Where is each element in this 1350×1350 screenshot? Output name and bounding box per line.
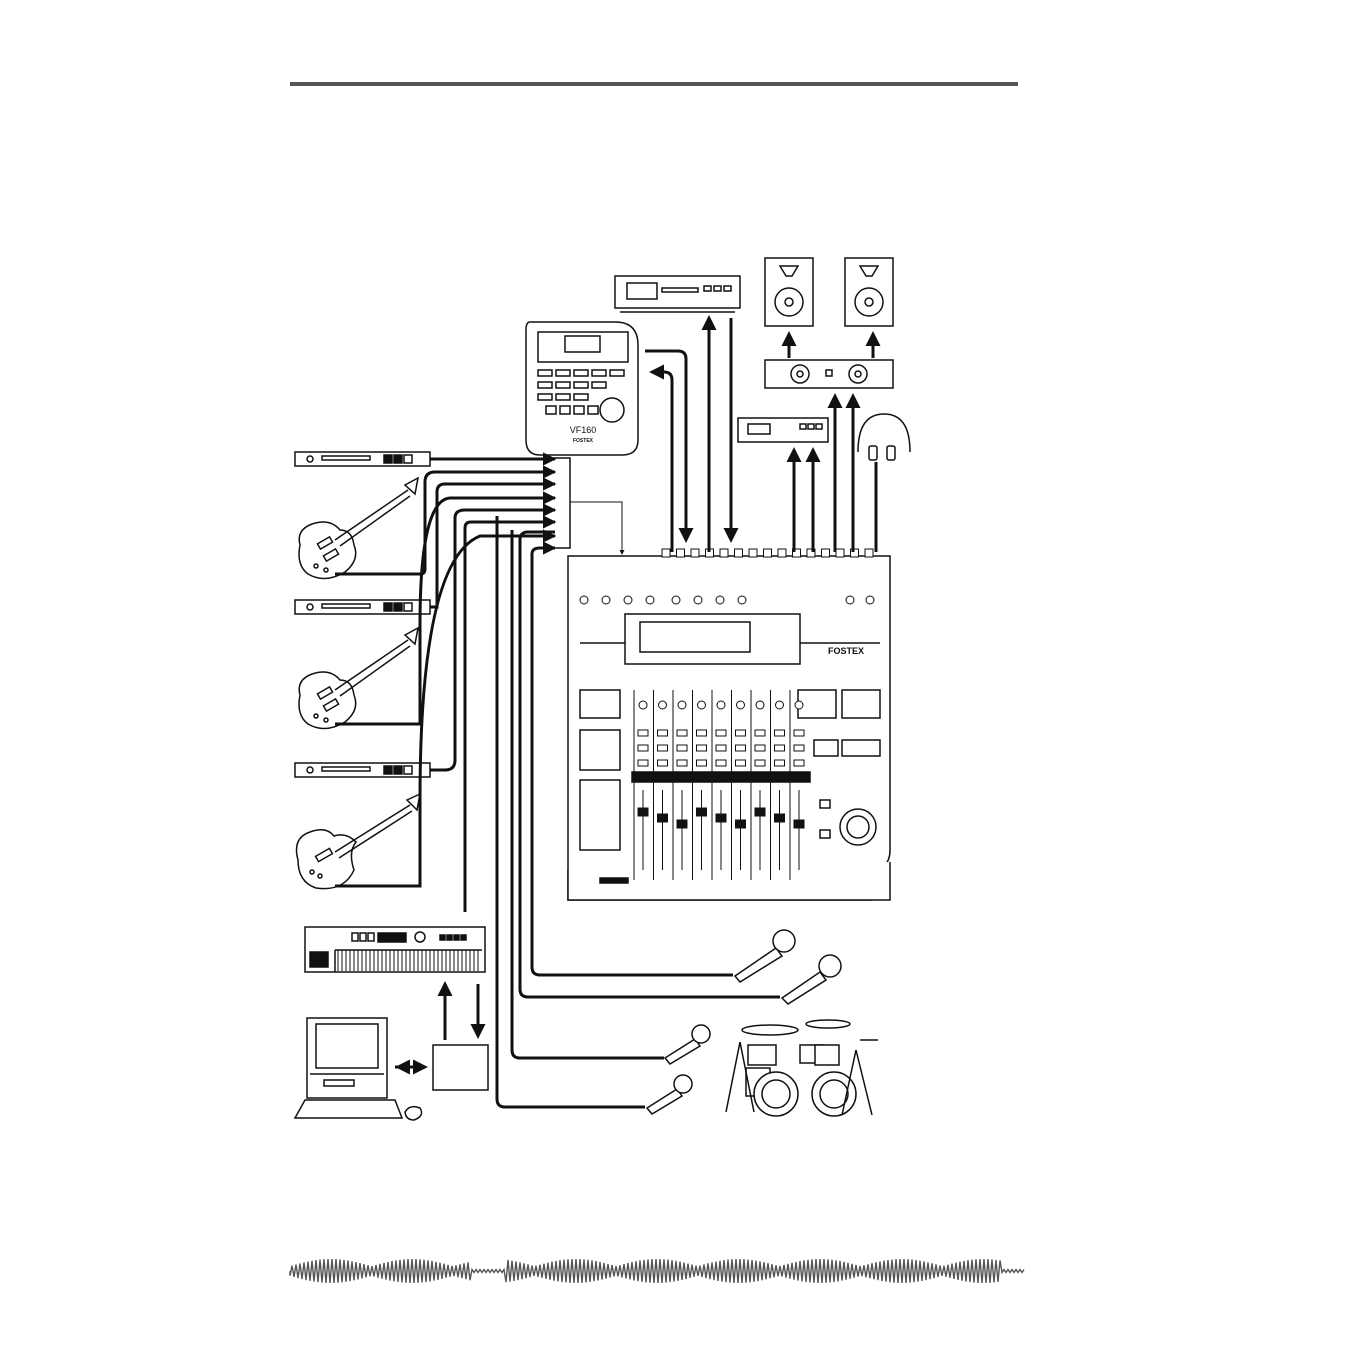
trim-knob — [738, 596, 746, 604]
rack-effect-icon — [295, 600, 430, 614]
footer-waveform — [290, 1259, 1024, 1283]
channel-button — [677, 730, 687, 736]
recorder-icon — [526, 322, 638, 455]
trim-knob — [580, 596, 588, 604]
channel-button — [755, 730, 765, 736]
header-rule — [290, 82, 1018, 86]
channel-button — [794, 760, 804, 766]
channel-button — [638, 760, 648, 766]
channel-button — [755, 745, 765, 751]
microphone-icon — [735, 930, 795, 982]
fader-cap — [716, 814, 726, 822]
electric-guitar-icon — [299, 628, 418, 729]
microphone-icon — [665, 1025, 710, 1064]
channel-knob — [756, 701, 764, 709]
channel-button — [697, 745, 707, 751]
input-jack — [749, 549, 757, 557]
fader-cap — [658, 814, 668, 822]
drum-kit-icon — [726, 1020, 878, 1116]
input-jack — [735, 549, 743, 557]
recorder-brand-label: FOSTEX — [573, 438, 594, 444]
channel-button — [677, 760, 687, 766]
fader-cap — [677, 820, 687, 828]
input-jack — [691, 549, 699, 557]
cd-player-icon — [615, 276, 740, 312]
trim-knob — [602, 596, 610, 604]
input-jack — [662, 549, 670, 557]
fader-cap — [755, 808, 765, 816]
channel-knob — [717, 701, 725, 709]
mixer-icon — [568, 556, 890, 900]
bass-guitar-icon — [297, 794, 421, 889]
input-bay — [545, 458, 622, 554]
channel-button — [658, 730, 668, 736]
mixer-brand-label: FOSTEX — [828, 646, 864, 656]
fader-cap — [697, 808, 707, 816]
channel-knob — [659, 701, 667, 709]
channel-button — [736, 745, 746, 751]
channel-button — [794, 745, 804, 751]
headphones-icon — [858, 414, 910, 460]
trim-knob — [866, 596, 874, 604]
channel-button — [794, 730, 804, 736]
waveform-path — [290, 1259, 1024, 1283]
channel-button — [775, 730, 785, 736]
channel-button — [775, 745, 785, 751]
fader-cap — [638, 808, 648, 816]
input-jack — [865, 549, 873, 557]
input-jack — [720, 549, 728, 557]
channel-knob — [776, 701, 784, 709]
channel-button — [775, 760, 785, 766]
trim-knob — [672, 596, 680, 604]
channel-button — [736, 760, 746, 766]
channel-button — [638, 730, 648, 736]
amplifier-icon — [765, 360, 893, 388]
fader-cap — [794, 820, 804, 828]
input-jack — [778, 549, 786, 557]
midi-interface-icon — [433, 1045, 488, 1090]
fader-cap — [736, 820, 746, 828]
channel-button — [638, 745, 648, 751]
trim-knob — [846, 596, 854, 604]
input-jack — [822, 549, 830, 557]
trim-knob — [694, 596, 702, 604]
computer-icon — [295, 1018, 422, 1120]
recorder-model-label: VF160 — [570, 425, 597, 435]
trim-knob — [624, 596, 632, 604]
channel-knob — [795, 701, 803, 709]
rack-effect-icon — [295, 763, 430, 777]
input-jack — [764, 549, 772, 557]
microphone-icon — [782, 955, 841, 1004]
rack-effect-icon — [295, 452, 430, 466]
channel-knob — [737, 701, 745, 709]
electric-guitar-icon — [299, 478, 418, 579]
microphone-icon — [647, 1075, 692, 1114]
speaker-icon — [765, 258, 813, 326]
dat-recorder-icon — [738, 418, 828, 442]
channel-button — [697, 730, 707, 736]
channel-knob — [698, 701, 706, 709]
channel-button — [716, 760, 726, 766]
channel-button — [716, 730, 726, 736]
speaker-icon — [845, 258, 893, 326]
channel-button — [658, 760, 668, 766]
input-jack — [677, 549, 685, 557]
channel-knob — [639, 701, 647, 709]
fader-cap — [775, 814, 785, 822]
trim-knob — [716, 596, 724, 604]
channel-button — [736, 730, 746, 736]
channel-button — [658, 745, 668, 751]
channel-button — [697, 760, 707, 766]
trim-knob — [646, 596, 654, 604]
channel-button — [755, 760, 765, 766]
input-jack — [836, 549, 844, 557]
channel-button — [677, 745, 687, 751]
channel-knob — [678, 701, 686, 709]
channel-button — [716, 745, 726, 751]
